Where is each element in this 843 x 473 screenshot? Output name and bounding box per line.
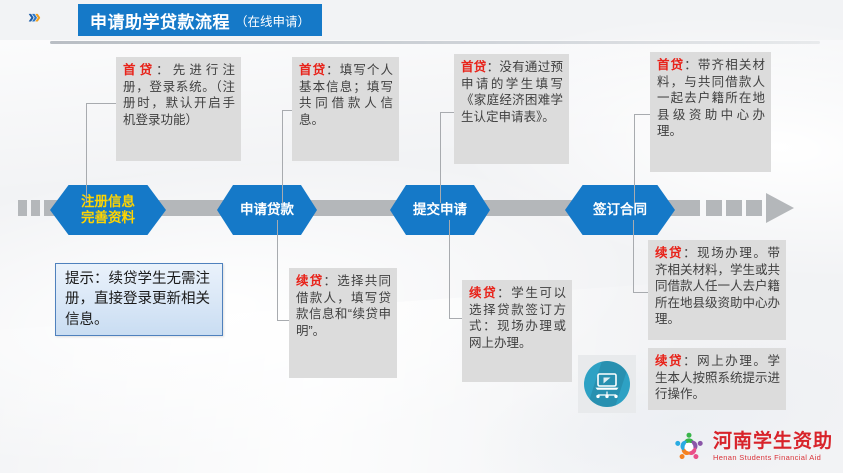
band-segment [150,200,235,216]
logo-title-cn: 河南学生资助 [713,431,834,453]
connector-line [440,112,462,113]
note-first-loan-onsite: 首贷：带齐相关材料，与共同借款人一起去户籍所在地县级资助中心办理。 [650,52,771,172]
note-renew-sign-method: 续贷：学生可以选择贷款签订方式：现场办理或网上办理。 [462,280,572,382]
note-tag: 续贷 [469,286,498,300]
flow-step-apply-loan[interactable]: 申请贷款 [217,185,317,235]
logo-text-block: 河南学生资助 Henan Students Financial Aid [713,432,833,462]
flow-step-label: 申请贷款 [240,202,294,218]
note-body: ：先进行注册，登录系统。（注册时，默认开启手机登录功能） [123,63,235,127]
connector-line [449,318,471,319]
logo-title-en: Henan Students Financial Aid [713,453,822,463]
note-body: ：选择共同借款人，填写贷款信息和“续贷申明”。 [296,274,391,338]
page-title: 申请助学贷款流程 （在线申请） [78,4,323,36]
connector-line [282,110,283,203]
note-renew-onsite: 续贷：现场办理。带齐相关材料，学生或共同借款人任一人去户籍所在地县级资助中心办理… [648,240,786,340]
connector-line [440,112,441,203]
connector-line [86,103,116,104]
tip-text: 提示：续贷学生无需注册，直接登录更新相关信息。 [65,271,210,328]
band-arrowhead-icon [766,193,794,223]
note-body: ：带齐相关材料，与共同借款人一起去户籍所在地县级资助中心办理。 [657,58,765,138]
people-circle-icon [672,430,706,464]
connector-line [634,114,635,203]
band-dash [18,200,27,216]
page-title-sub: （在线申请） [235,14,311,29]
note-tag: 续贷 [296,274,324,288]
note-body: ：填写个人基本信息；填写共同借款人信息。 [299,63,393,127]
note-tag: 首贷 [299,63,327,77]
note-body: ：没有通过预申请的学生填写《家庭经济困难学生认定申请表》。 [461,60,563,124]
note-body: ：现场办理。带齐相关材料，学生或共同借款人任一人去户籍所在地县级资助中心办理。 [655,246,781,326]
note-body: ：学生可以选择贷款签订方式：现场办理或网上办理。 [469,286,566,350]
chevron-group-icon: › › › [28,7,42,28]
note-tag: 续贷 [655,246,684,260]
note-first-loan-hardship-form: 首贷：没有通过预申请的学生填写《家庭经济困难学生认定申请表》。 [454,54,569,164]
connector-line [277,320,299,321]
laptop-network-icon [584,361,630,407]
note-tag: 首贷 [123,63,157,77]
band-segment [473,200,581,216]
note-body: ：网上办理。学生本人按照系统提示进行操作。 [655,354,781,401]
flow-step-register[interactable]: 注册信息 完善资料 [50,185,166,235]
flow-step-label: 注册信息 完善资料 [81,194,135,225]
band-segment [300,200,405,216]
flow-step-sign-contract[interactable]: 签订合同 [565,185,675,235]
laptop-network-icon-card [578,355,636,413]
connector-line [633,292,655,293]
band-dash [726,200,742,216]
connector-line [449,220,450,318]
connector-line [633,220,634,292]
note-first-loan-fill-info: 首贷：填写个人基本信息；填写共同借款人信息。 [292,57,399,161]
flow-step-label: 签订合同 [593,202,647,218]
flow-step-label: 提交申请 [413,202,467,218]
tip-box: 提示：续贷学生无需注册，直接登录更新相关信息。 [55,263,223,336]
slide-header: › › › 申请助学贷款流程 （在线申请） [0,0,843,48]
connector-line [277,220,278,320]
band-dash [706,200,722,216]
chevron-right-icon: › [34,7,42,28]
note-renew-online: 续贷：网上办理。学生本人按照系统提示进行操作。 [648,348,786,410]
note-tag: 首贷 [657,58,685,72]
note-renew-choose-cosigner: 续贷：选择共同借款人，填写贷款信息和“续贷申明”。 [289,268,397,378]
connector-line [634,114,662,115]
band-dash [746,200,762,216]
band-dash [31,200,40,216]
note-tag: 续贷 [655,354,684,368]
title-divider [50,41,820,44]
note-first-loan-register: 首贷：先进行注册，登录系统。（注册时，默认开启手机登录功能） [116,57,241,161]
connector-line [86,103,87,203]
note-tag: 首贷 [461,60,487,74]
organization-logo: 河南学生资助 Henan Students Financial Aid [672,430,833,464]
page-title-main: 申请助学贷款流程 [90,12,230,32]
